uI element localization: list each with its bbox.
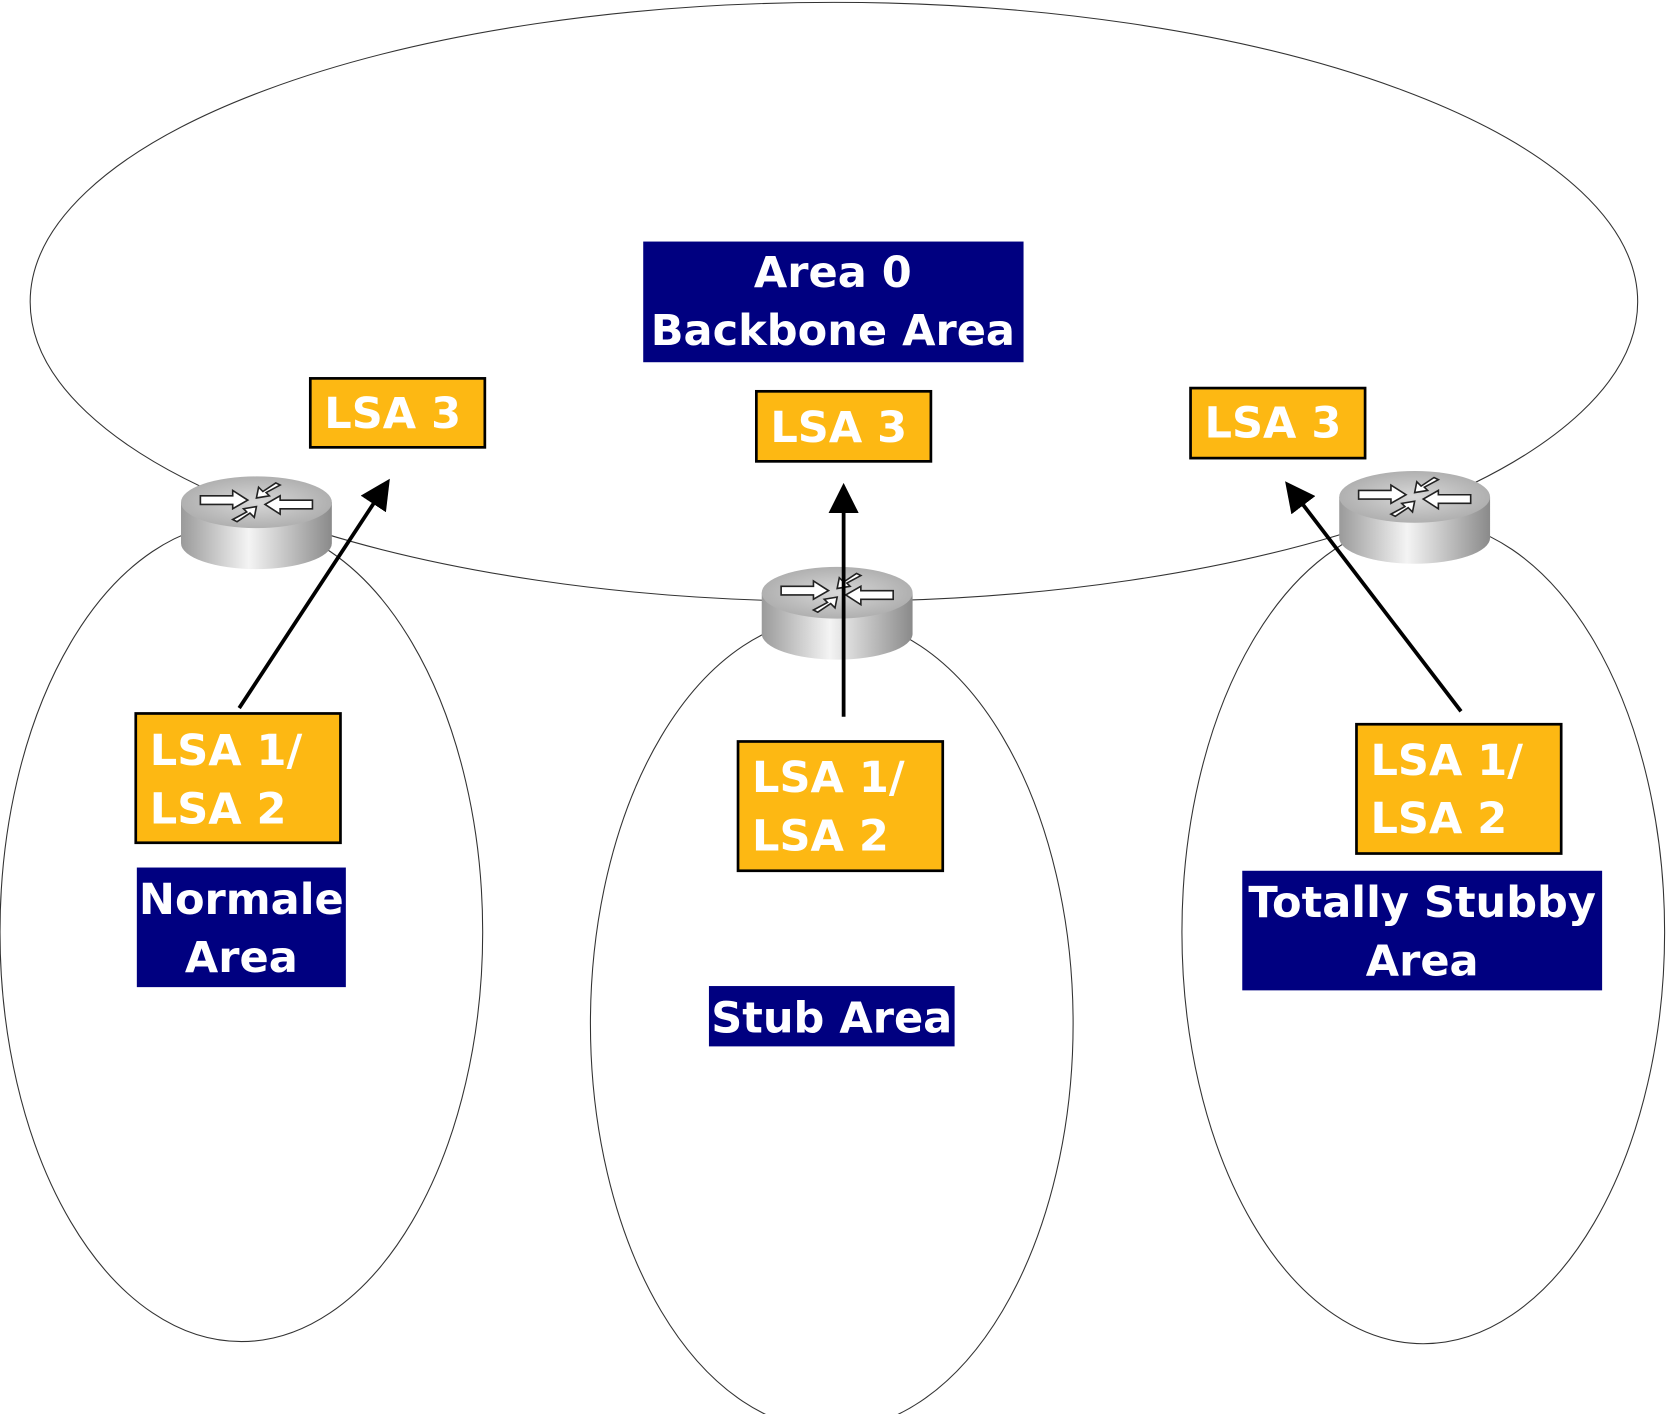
lsa12-label-normal: LSA 1/ LSA 2: [134, 712, 342, 845]
lsa12-line1: LSA 1/: [150, 726, 303, 776]
stub-area-label: Stub Area: [708, 986, 955, 1047]
lsa3-label-totally-stubby: LSA 3: [1189, 386, 1367, 460]
lsa12-line2: LSA 2: [1370, 794, 1507, 844]
lsa12-line2: LSA 2: [752, 811, 889, 861]
lsa3-text: LSA 3: [1205, 399, 1342, 449]
router-icon: [1338, 470, 1491, 565]
lsa3-label-stub: LSA 3: [755, 389, 933, 463]
backbone-area-label: Area 0 Backbone Area: [643, 241, 1024, 363]
totally-stubby-line1: Totally Stubby: [1248, 878, 1596, 928]
lsa3-text: LSA 3: [324, 389, 461, 439]
arrow-normal: [237, 478, 390, 710]
lsa12-line1: LSA 1/: [1370, 736, 1523, 786]
backbone-line2: Backbone Area: [651, 306, 1015, 356]
normal-area-line1: Normale: [139, 875, 344, 925]
router-icon: [180, 475, 333, 570]
lsa3-text: LSA 3: [770, 403, 907, 453]
router-icon: [760, 566, 914, 661]
totally-stubby-line2: Area: [1366, 936, 1479, 986]
lsa12-line1: LSA 1/: [752, 753, 905, 803]
lsa12-label-totally-stubby: LSA 1/ LSA 2: [1355, 722, 1563, 855]
normal-area-line2: Area: [185, 933, 298, 983]
totally-stubby-area-label: Totally Stubby Area: [1242, 870, 1603, 991]
lsa12-label-stub: LSA 1/ LSA 2: [736, 740, 945, 873]
backbone-line1: Area 0: [754, 248, 912, 298]
lsa3-label-normal: LSA 3: [308, 377, 487, 449]
arrow-totally-stubby: [1285, 481, 1463, 713]
normal-area-label: Normale Area: [136, 867, 346, 988]
stub-area-line1: Stub Area: [711, 993, 952, 1043]
lsa12-line2: LSA 2: [150, 784, 287, 834]
